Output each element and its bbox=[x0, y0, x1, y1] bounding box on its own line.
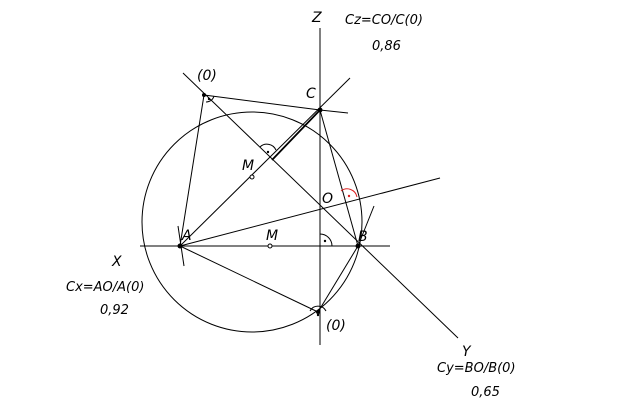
segment-a0-c bbox=[203, 94, 321, 111]
line-a-c bbox=[179, 77, 351, 247]
cx-value: 0,92 bbox=[100, 303, 129, 318]
cy-formula: Cy=BO/B(0) bbox=[437, 361, 516, 376]
label-z-axis: Z bbox=[311, 10, 322, 26]
label-point-o: O bbox=[322, 191, 333, 207]
right-angle-o-dot bbox=[323, 239, 327, 243]
label-point-m-lower: M bbox=[266, 228, 278, 244]
x-axis bbox=[179, 177, 441, 247]
right-angle-red bbox=[340, 188, 358, 198]
cz-value: 0,86 bbox=[372, 39, 401, 54]
label-y-axis: Y bbox=[462, 344, 472, 360]
right-angle-a0 bbox=[205, 95, 215, 103]
y-axis bbox=[182, 72, 459, 339]
point-a0 bbox=[202, 93, 206, 97]
segment-c-b bbox=[319, 109, 359, 247]
point-a bbox=[177, 243, 183, 249]
right-angle-b0-dot bbox=[316, 313, 320, 317]
segment-mc bbox=[271, 109, 321, 161]
tick-b bbox=[357, 205, 375, 247]
right-angle-m-upper-dot bbox=[266, 150, 270, 154]
label-point-a: A bbox=[181, 228, 192, 244]
right-angle-a0-dot bbox=[207, 97, 211, 101]
construction-circle bbox=[141, 111, 363, 333]
point-c bbox=[317, 107, 323, 113]
cy-value: 0,65 bbox=[471, 385, 500, 400]
cz-formula: Cz=CO/C(0) bbox=[345, 13, 423, 28]
segment-b0-b bbox=[317, 245, 359, 313]
segment-c-ext bbox=[319, 109, 349, 114]
segment-a0-a bbox=[179, 94, 205, 247]
point-m-upper bbox=[249, 174, 255, 180]
label-point-m-upper: M bbox=[242, 158, 254, 174]
label-point-b: B bbox=[358, 229, 368, 245]
cx-formula: Cx=AO/A(0) bbox=[66, 280, 144, 295]
segment-a-b0 bbox=[179, 245, 319, 313]
label-x-axis: X bbox=[111, 254, 122, 270]
point-m-lower bbox=[267, 243, 273, 249]
point-b0 bbox=[316, 310, 320, 314]
label-point-b0: (0) bbox=[326, 318, 346, 334]
right-angle-b0 bbox=[309, 305, 327, 312]
right-angle-o bbox=[319, 233, 333, 247]
point-b bbox=[355, 243, 361, 249]
label-point-a0: (0) bbox=[197, 68, 217, 84]
right-angle-red-dot bbox=[347, 194, 351, 198]
right-angle-m-upper bbox=[259, 143, 277, 151]
label-point-c: C bbox=[306, 86, 316, 102]
